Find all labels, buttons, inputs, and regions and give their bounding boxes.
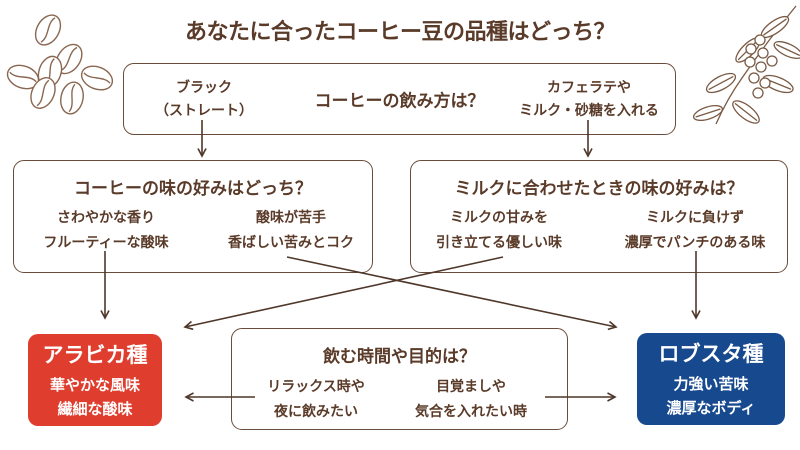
q3-option-punchy: ミルクに負けず 濃厚でパンチのある味 (600, 205, 790, 255)
q2-question-text: コーヒーの味の好みはどっち？ (74, 179, 312, 198)
result-box-arabica: アラビカ種 華やかな風味 繊細な酸味 (28, 334, 162, 426)
option-line: ミルク・砂糖を入れる (519, 102, 659, 118)
result-name: ロブスタ種 (658, 342, 764, 366)
q1-option-latte: カフェラテや ミルク・砂糖を入れる (494, 76, 684, 122)
page-title: あなたに合ったコーヒー豆の品種はどっち？ (184, 19, 616, 44)
coffee-beans-illustration (6, 14, 114, 115)
option-line: 香ばしい苦みとコク (228, 234, 354, 250)
question-box-coffee-taste: コーヒーの味の好みはどっち？ さわやかな香り フルーティーな酸味 酸味が苦手 香… (13, 160, 373, 273)
option-line: 夜に飲みたい (274, 403, 358, 419)
option-line: （ストレート） (155, 102, 253, 118)
q4-option-relax: リラックス時や 夜に飲みたい (232, 374, 400, 424)
q3-question-text: ミルクに合わせたときの味の好みは？ (454, 179, 744, 198)
question-box-milk-taste: ミルクに合わせたときの味の好みは？ ミルクの甘みを 引き立てる優しい味 ミルクに… (410, 160, 788, 273)
q1-question-text: コーヒーの飲み方は？ (314, 91, 485, 111)
option-line: 気合を入れたい時 (415, 403, 527, 419)
question-box-drinking-style: ブラック （ストレート） コーヒーの飲み方は？ カフェラテや ミルク・砂糖を入れ… (123, 63, 676, 135)
result-trait: 華やかな風味 (49, 376, 140, 394)
coffee-branch-illustration (692, 5, 800, 125)
q4-question-text: 飲む時間や目的は？ (323, 347, 476, 366)
q4-option-wakeup: 目覚ましや 気合を入れたい時 (381, 374, 561, 424)
result-name: アラビカ種 (42, 343, 148, 367)
option-line: ブラック (176, 79, 232, 95)
result-box-robusta: ロブスタ種 力強い苦味 濃厚なボディ (637, 333, 785, 425)
result-trait: 繊細な酸味 (57, 400, 133, 418)
option-line: 酸味が苦手 (256, 209, 326, 225)
result-trait: 濃厚なボディ (666, 399, 756, 417)
question-box-time-purpose: 飲む時間や目的は？ リラックス時や 夜に飲みたい 目覚ましや 気合を入れたい時 (231, 328, 568, 430)
option-line: 濃厚でパンチのある味 (624, 234, 766, 250)
option-line: さわやかな香り (57, 209, 155, 225)
q1-option-black: ブラック （ストレート） (124, 76, 284, 122)
q2-option-bitter: 酸味が苦手 香ばしい苦みとコク (201, 205, 381, 255)
option-line: リラックス時や (267, 378, 365, 394)
option-line: 引き立てる優しい味 (436, 234, 562, 250)
q3-option-gentle: ミルクの甘みを 引き立てる優しい味 (411, 205, 587, 255)
option-line: カフェラテや (547, 79, 631, 95)
option-line: フルーティーな酸味 (43, 234, 169, 250)
option-line: ミルクの甘みを (450, 209, 548, 225)
q2-option-fruity: さわやかな香り フルーティーな酸味 (16, 205, 196, 255)
option-line: ミルクに負けず (646, 209, 744, 225)
option-line: 目覚ましや (436, 378, 506, 394)
result-trait: 力強い苦味 (673, 375, 749, 393)
